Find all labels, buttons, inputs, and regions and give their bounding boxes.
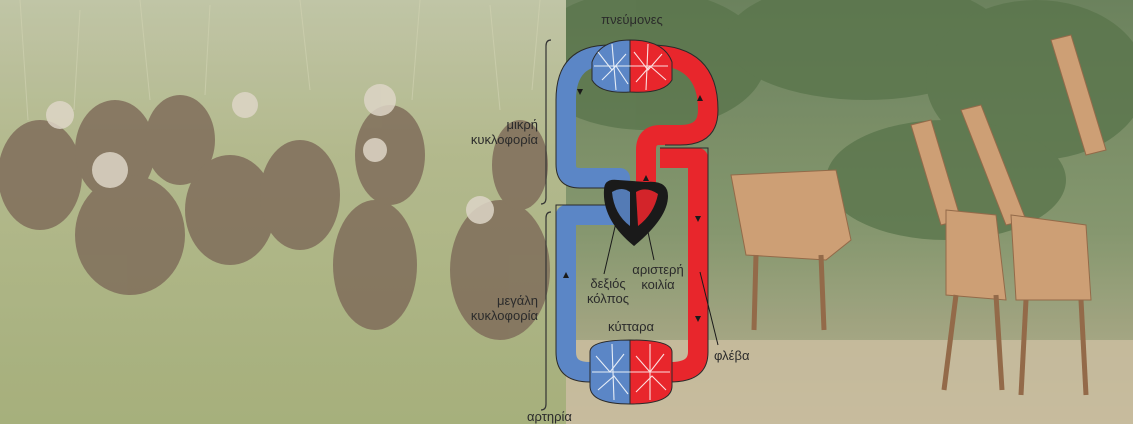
label-artery: αρτηρία (527, 409, 572, 424)
label-systemic-circulation: μεγάλη κυκλοφορία (430, 293, 538, 323)
heart (604, 180, 668, 246)
systemic-bracket (541, 212, 551, 410)
label-cells: κύτταρα (596, 319, 666, 334)
cell-capillaries (590, 340, 672, 404)
label-lungs: πνεύμονες (582, 12, 682, 27)
pulmonary-bracket (541, 40, 551, 204)
lung-capillaries (592, 40, 672, 92)
label-left-ventricle: αριστερή κοιλία (618, 262, 698, 292)
label-pulmonary-circulation: μικρή κυκλοφορία (430, 117, 538, 147)
label-vein: φλέβα (714, 348, 749, 363)
